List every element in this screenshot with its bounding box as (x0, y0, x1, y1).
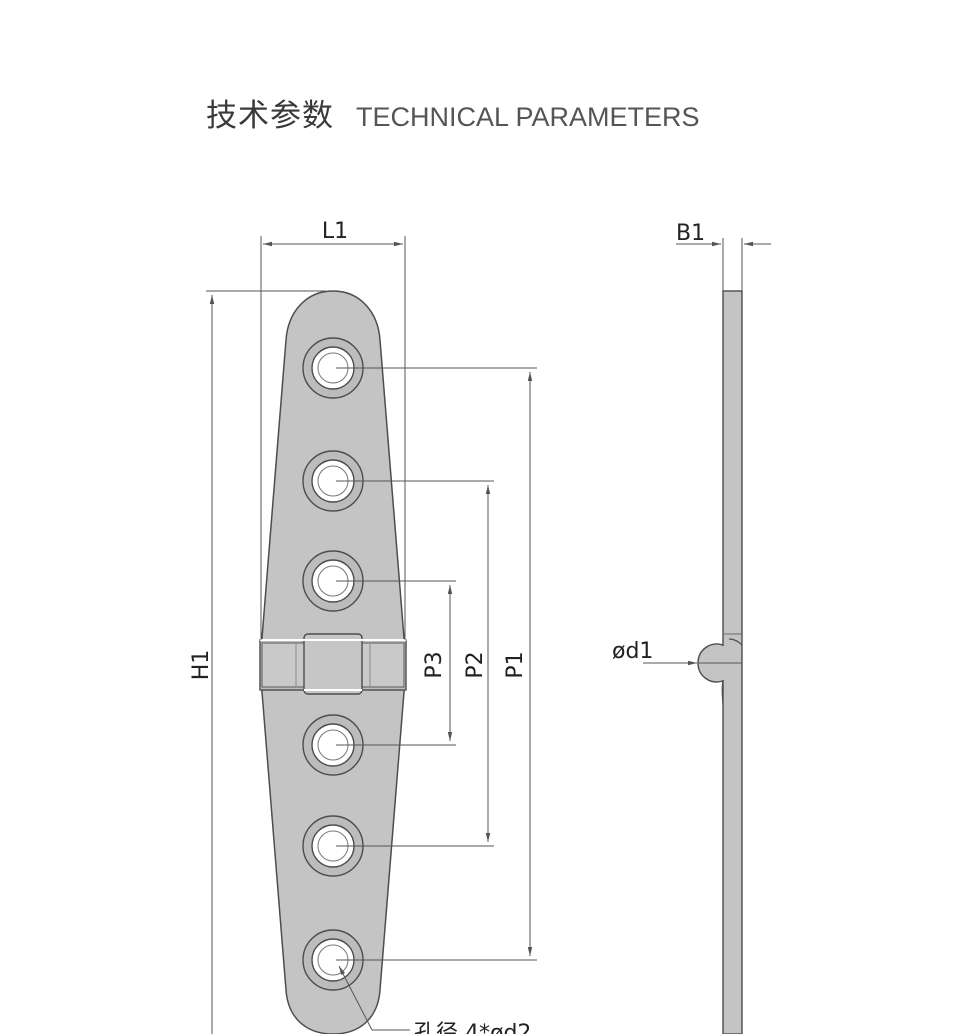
dimension-l1 (260, 236, 406, 640)
dimension-h1 (206, 290, 326, 1034)
label-d1: ød1 (612, 639, 653, 664)
dimension-p1 (336, 367, 537, 961)
page-title: 技术参数 TECHNICAL PARAMETERS (206, 90, 700, 134)
label-h1: H1 (189, 650, 214, 681)
label-p1: P1 (503, 651, 528, 678)
dimension-p2 (336, 480, 494, 847)
dimension-b1 (676, 238, 771, 291)
label-b1: B1 (676, 221, 705, 246)
label-hole-diameter: 孔径 4*ød2 (414, 1021, 531, 1034)
hinge-front-view (259, 290, 407, 1034)
title-english: TECHNICAL PARAMETERS (356, 102, 700, 132)
title-chinese: 技术参数 (206, 98, 334, 134)
label-p2: P2 (463, 651, 488, 678)
label-l1: L1 (322, 219, 348, 244)
hole-callout-leader (338, 965, 410, 1031)
hole-2 (302, 450, 364, 512)
hinge-knuckle (259, 633, 407, 695)
dimension-p3 (336, 580, 456, 746)
hole-5 (302, 815, 364, 877)
hole-1 (302, 337, 364, 399)
hole-4 (302, 714, 364, 776)
label-p3: P3 (422, 651, 447, 678)
